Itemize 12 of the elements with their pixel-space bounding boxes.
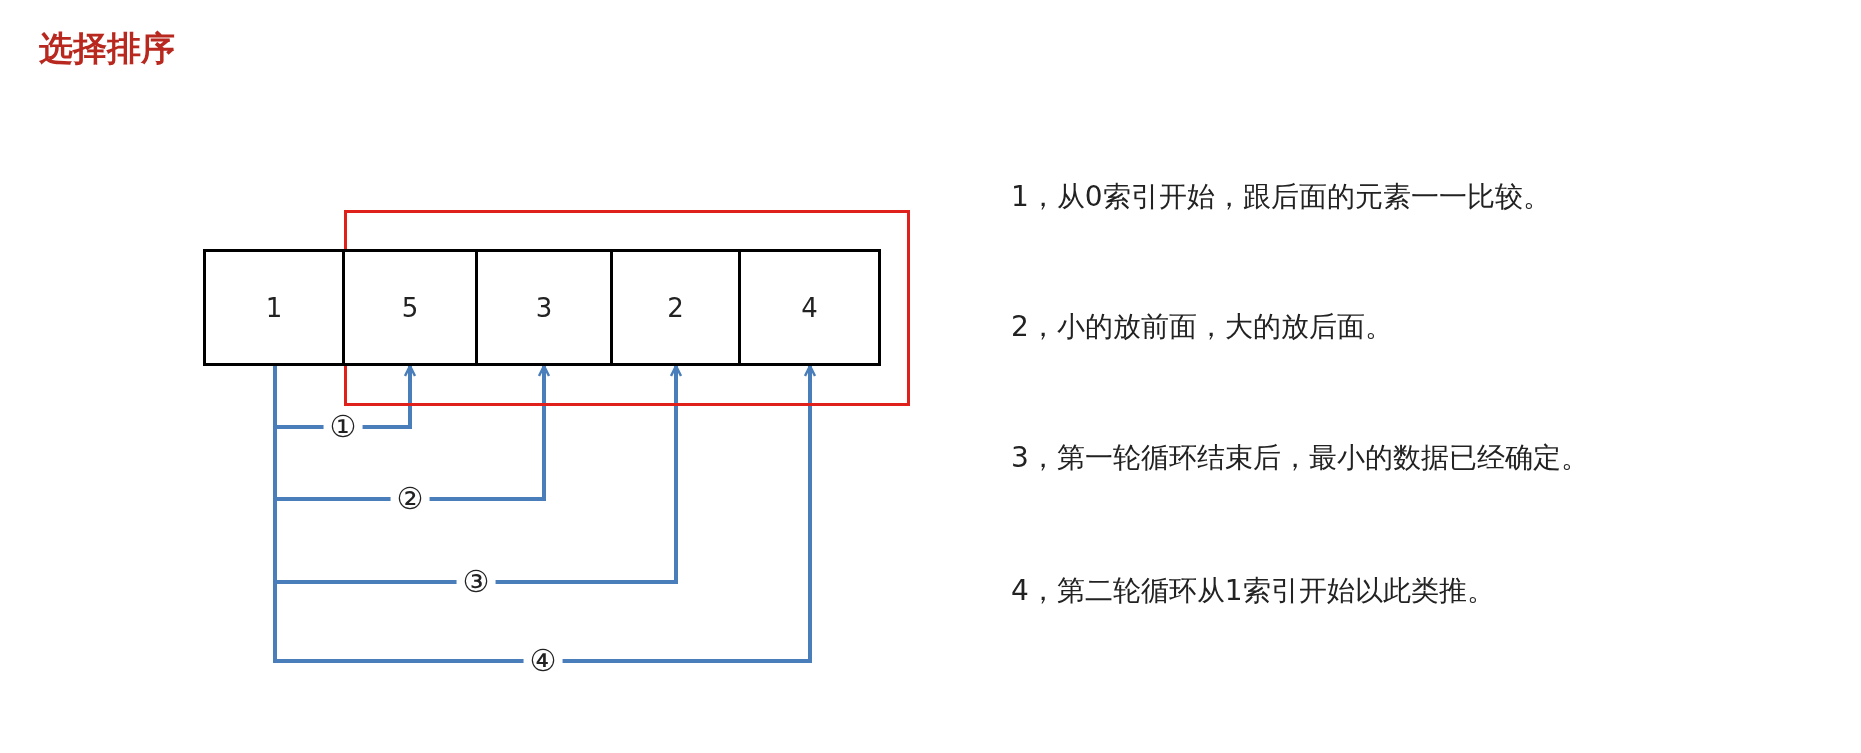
step-note: 1，从0索引开始，跟后面的元素一一比较。 <box>1011 179 1551 215</box>
step-note: 3，第一轮循环结束后，最小的数据已经确定。 <box>1011 440 1589 476</box>
arrow <box>273 364 817 663</box>
array-cell: 3 <box>475 249 613 366</box>
array-cell: 5 <box>342 249 478 366</box>
step-note: 4，第二轮循环从1索引开始以此类推。 <box>1011 573 1495 609</box>
step-note: 2，小的放前面，大的放后面。 <box>1011 309 1393 345</box>
array-cell: 2 <box>610 249 741 366</box>
array-cell: 1 <box>203 249 345 366</box>
title: 选择排序 <box>39 27 175 70</box>
highlight-frame <box>344 210 910 406</box>
array-cell: 4 <box>738 249 881 366</box>
